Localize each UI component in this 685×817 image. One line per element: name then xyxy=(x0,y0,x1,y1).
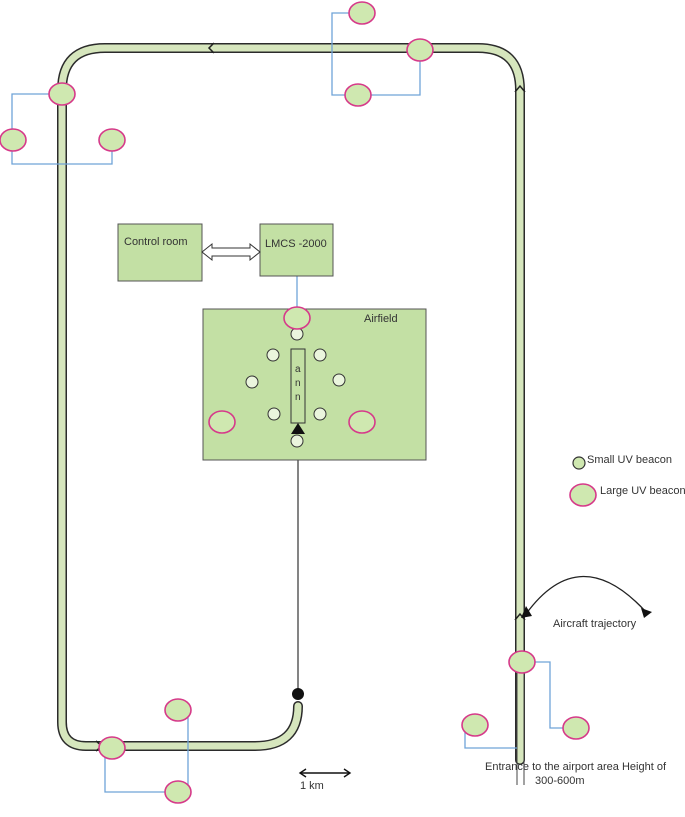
large-beacon xyxy=(98,128,126,152)
large-beacon xyxy=(344,83,372,107)
trajectory-label: Aircraft trajectory xyxy=(553,618,637,630)
runway-marking-2: n xyxy=(295,378,301,389)
entrance-label-line1: Entrance to the airport area Height of xyxy=(485,761,667,773)
control-room-box: Control room xyxy=(117,223,203,282)
legend-small-beacon-icon xyxy=(572,456,586,470)
runway-marking-1: a xyxy=(295,364,301,375)
scale-bar: 1 km xyxy=(298,768,352,792)
entrance-label-line2: 300-600m xyxy=(535,775,585,787)
airfield-area: Airfield a n n xyxy=(202,308,427,461)
scale-label: 1 km xyxy=(300,780,324,792)
small-beacon xyxy=(245,375,259,389)
approach-start-point xyxy=(292,688,304,700)
small-beacon xyxy=(290,434,304,448)
small-beacon xyxy=(313,407,327,421)
large-beacon xyxy=(348,1,376,25)
direction-arrow-right-lower xyxy=(514,612,526,621)
lmcs-box: LMCS -2000 xyxy=(259,223,334,277)
large-beacon xyxy=(48,82,76,106)
large-beacon xyxy=(406,38,434,62)
connector-top-right-lower xyxy=(360,50,421,96)
direction-arrow-top xyxy=(207,42,215,54)
connector-top-left xyxy=(11,93,113,165)
connector-bottom-right-right xyxy=(524,661,576,729)
direction-arrow-right xyxy=(514,84,526,93)
large-beacon xyxy=(164,698,192,722)
legend-large-label: Large UV beacon xyxy=(600,485,685,497)
large-beacons xyxy=(0,1,590,804)
large-beacon xyxy=(98,736,126,760)
legend: Small UV beacon Large UV beacon xyxy=(569,454,685,507)
trajectory-arc xyxy=(525,575,647,615)
runway-marking-3: n xyxy=(295,392,301,403)
large-beacon xyxy=(348,410,376,434)
small-beacon xyxy=(332,373,346,387)
trajectory-arrowhead-left xyxy=(521,606,532,618)
connector-bottom-left xyxy=(104,710,189,793)
legend-small-label: Small UV beacon xyxy=(587,454,672,466)
large-beacon xyxy=(208,410,236,434)
small-beacon xyxy=(266,348,280,362)
large-beacon xyxy=(508,650,536,674)
large-beacon xyxy=(562,716,590,740)
aircraft-trajectory: Aircraft trajectory xyxy=(521,575,652,630)
small-beacon xyxy=(313,348,327,362)
large-beacon xyxy=(283,306,311,330)
large-beacon xyxy=(0,128,27,152)
connector-top-right-upper xyxy=(331,12,358,96)
lmcs-label: LMCS -2000 xyxy=(265,238,327,250)
control-link-arrow xyxy=(201,242,261,262)
large-beacon xyxy=(164,780,192,804)
small-beacon xyxy=(267,407,281,421)
landing-direction-arrow xyxy=(291,423,305,434)
trajectory-arrowhead-right xyxy=(641,608,652,618)
entrance-annotation: Entrance to the airport area Height of 3… xyxy=(485,761,667,787)
large-beacon xyxy=(461,713,489,737)
airfield-label: Airfield xyxy=(364,313,398,325)
legend-large-beacon-icon xyxy=(569,483,597,507)
control-room-label: Control room xyxy=(124,236,188,248)
